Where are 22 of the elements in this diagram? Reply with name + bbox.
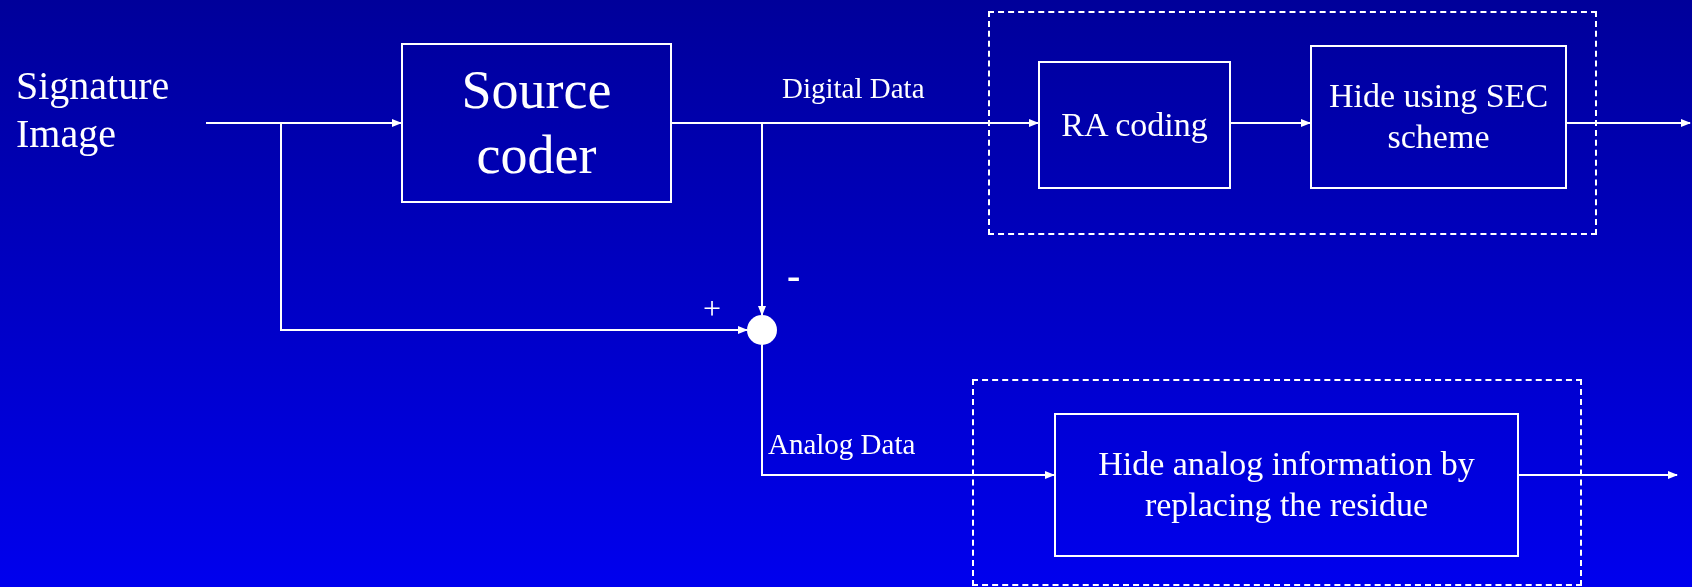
arrow	[761, 344, 1055, 479]
arrow	[1566, 119, 1691, 127]
edge-label: Analog Data	[768, 428, 916, 461]
arrow	[671, 122, 766, 316]
arrow	[1230, 119, 1311, 127]
process-box	[1310, 45, 1567, 189]
sign-label: -	[787, 252, 801, 299]
dashed-group-box	[988, 11, 1597, 235]
process-box	[1054, 413, 1519, 557]
sign-label: +	[703, 290, 722, 327]
arrow	[1518, 471, 1678, 479]
process-box	[401, 43, 672, 203]
edge-label: Digital Data	[782, 72, 925, 105]
process-box	[1038, 61, 1231, 189]
box-label: RA coding	[1061, 104, 1208, 145]
summing-junction	[747, 315, 777, 345]
box-label: Hide using SEC scheme	[1327, 76, 1550, 157]
input-label: Signature Image	[16, 62, 171, 158]
box-label: Hide analog information by replacing the residue	[1097, 444, 1476, 525]
box-label: Source coder	[460, 59, 613, 187]
dashed-group-box	[972, 379, 1582, 586]
arrow	[205, 122, 748, 334]
